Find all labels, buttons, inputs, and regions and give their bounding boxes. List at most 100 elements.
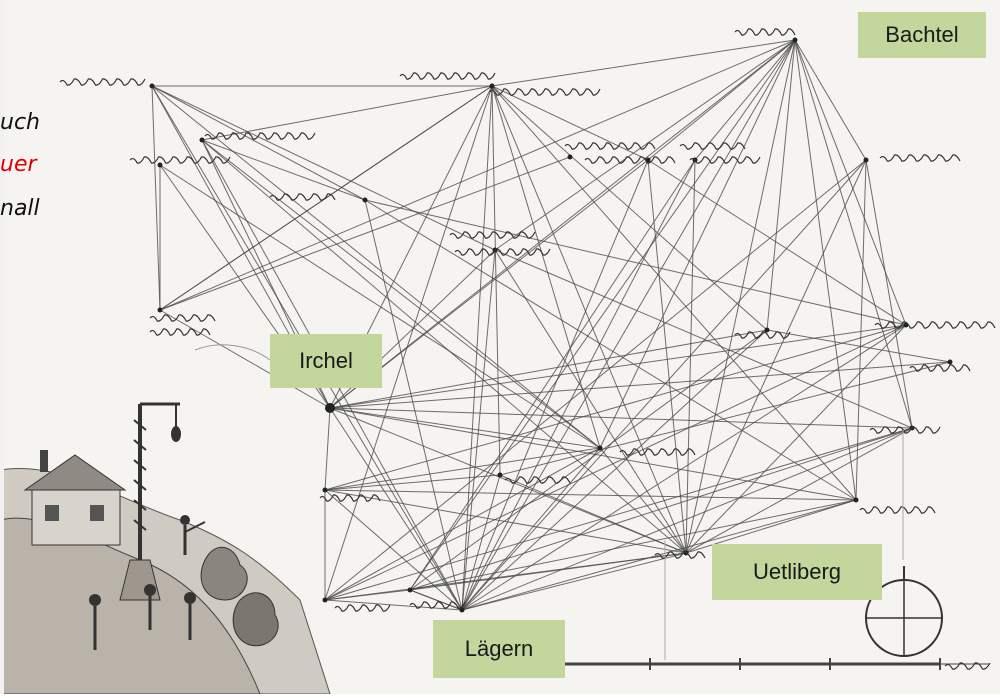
- sight-line: [201, 139, 601, 449]
- label-laegern: Lägern: [433, 620, 565, 678]
- cropped-side-text: nall: [0, 196, 40, 221]
- handwritten-name: [619, 448, 696, 456]
- sight-line: [409, 427, 913, 591]
- sight-line: [766, 39, 796, 331]
- sight-line: [329, 407, 913, 429]
- sight-line: [694, 39, 796, 161]
- handwritten-name: [909, 364, 971, 372]
- handwritten-name: [204, 132, 316, 140]
- sight-line: [329, 159, 649, 409]
- sight-line: [599, 39, 796, 449]
- sight-line: [324, 599, 463, 611]
- handwritten-name: [564, 142, 656, 150]
- station-marker: [489, 83, 495, 89]
- sight-line: [324, 447, 601, 491]
- signal-tower-icon: [119, 402, 181, 601]
- sight-line: [461, 159, 867, 611]
- sight-line: [461, 329, 768, 611]
- sight-line: [409, 499, 857, 591]
- station-marker: [792, 37, 798, 43]
- slide-edge: [0, 0, 4, 694]
- handwritten-name: [504, 476, 571, 484]
- station-marker: [322, 597, 328, 603]
- station-marker: [597, 445, 603, 451]
- handwritten-name: [59, 78, 146, 86]
- sight-line: [461, 85, 493, 611]
- station-marker: [853, 497, 859, 503]
- handwritten-name: [409, 601, 466, 609]
- sight-line: [647, 159, 907, 326]
- handwritten-name: [489, 88, 601, 96]
- handwritten-name: [449, 231, 536, 239]
- sight-line: [494, 249, 913, 429]
- station-marker: [157, 307, 163, 313]
- sight-line: [685, 324, 907, 554]
- handwritten-name: [879, 154, 961, 162]
- sight-line: [324, 474, 501, 491]
- compass-rose-icon: [865, 566, 943, 657]
- sight-line: [159, 164, 601, 449]
- sight-line: [324, 489, 463, 611]
- cropped-side-text-highlight: uer: [0, 152, 37, 177]
- sight-line: [159, 39, 796, 311]
- sight-line: [794, 39, 913, 429]
- sight-line: [409, 39, 796, 591]
- sight-line: [685, 159, 867, 554]
- sight-line: [324, 324, 907, 601]
- sight-line: [329, 407, 857, 501]
- sight-line: [324, 324, 907, 491]
- sight-line: [409, 552, 687, 591]
- handwritten-name: [334, 604, 391, 612]
- sight-line: [329, 324, 907, 409]
- handwritten-name: [129, 156, 231, 164]
- sight-line: [201, 85, 493, 141]
- handwritten-name: [679, 142, 746, 150]
- cropped-side-text: uch: [0, 110, 40, 135]
- handwritten-name: [874, 321, 996, 329]
- sight-line: [159, 309, 331, 409]
- sight-line: [766, 329, 951, 363]
- sight-line: [324, 159, 867, 601]
- station-marker: [567, 154, 573, 160]
- sight-line: [364, 199, 463, 611]
- sight-line: [491, 85, 768, 331]
- station-marker: [325, 403, 335, 413]
- sight-line: [364, 199, 907, 326]
- handwritten-name: [654, 551, 706, 559]
- sight-line: [409, 589, 463, 611]
- sight-line: [599, 447, 687, 554]
- handwritten-name: [734, 331, 791, 339]
- trees-icon: [200, 547, 279, 647]
- station-marker: [407, 587, 413, 593]
- handwritten-name: [319, 494, 381, 502]
- sight-line: [865, 159, 913, 429]
- sight-line: [794, 39, 857, 501]
- sight-line: [491, 39, 796, 87]
- station-marker: [199, 137, 205, 143]
- landscape-engraving: [0, 344, 331, 695]
- sight-line: [461, 324, 907, 611]
- station-marker: [863, 157, 869, 163]
- sight-line: [329, 407, 687, 554]
- house-icon: [23, 450, 127, 546]
- station-marker: [459, 607, 465, 613]
- sight-line: [461, 499, 857, 611]
- sight-line: [364, 199, 857, 501]
- sight-line: [409, 159, 696, 591]
- handwritten-name: [944, 662, 991, 670]
- sight-line: [461, 159, 649, 611]
- sight-line: [324, 407, 331, 491]
- sight-line: [151, 85, 161, 311]
- sight-line: [494, 39, 796, 251]
- sight-line: [461, 159, 696, 611]
- sight-line: [329, 407, 463, 611]
- sight-line: [855, 159, 867, 501]
- sight-line: [324, 589, 411, 601]
- sight-line: [151, 85, 496, 251]
- sight-line: [794, 39, 907, 326]
- station-marker: [947, 359, 953, 365]
- sight-lines: [151, 39, 951, 611]
- handwritten-name: [869, 426, 941, 434]
